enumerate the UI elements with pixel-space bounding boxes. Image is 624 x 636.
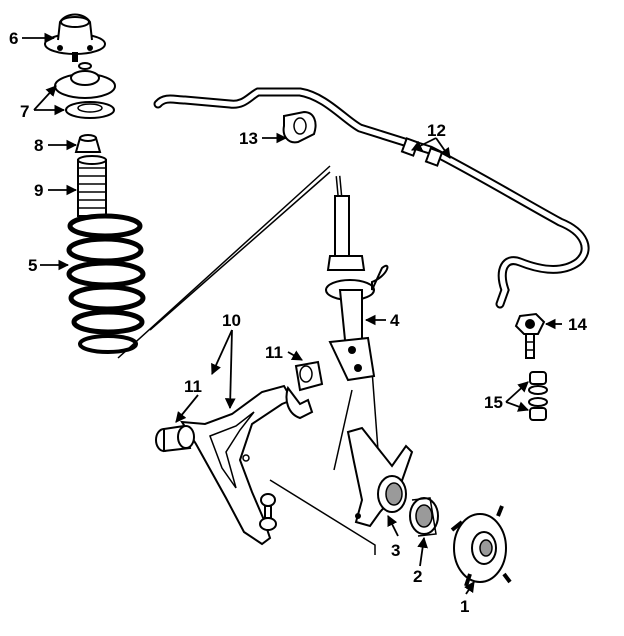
- callout-11-lower: 11: [184, 377, 202, 396]
- callout-8: 8: [34, 136, 43, 155]
- control-arm-bushing-front: [155, 424, 195, 453]
- dust-boot: [77, 155, 107, 217]
- spring-seat: [54, 62, 116, 119]
- callout-5: 5: [28, 256, 37, 275]
- callout-1: 1: [460, 597, 469, 616]
- callout-15: 15: [484, 393, 503, 412]
- callout-13: 13: [239, 129, 258, 148]
- callout-2: 2: [413, 567, 422, 586]
- callout-10: 10: [222, 311, 241, 330]
- ball-joint: [259, 493, 277, 531]
- callout-12: 12: [427, 121, 446, 140]
- lower-control-arm: [180, 384, 294, 546]
- callout-7: 7: [20, 102, 29, 121]
- callout-3: 3: [391, 541, 400, 560]
- control-arm-bushing-rear: [285, 360, 324, 420]
- bump-stop: [74, 134, 102, 153]
- callout-9: 9: [34, 181, 43, 200]
- stabilizer-bushing: [282, 110, 317, 144]
- link-bushings: [528, 371, 548, 421]
- wheel-hub: [450, 505, 512, 587]
- assembly-guide-lines: [117, 165, 379, 555]
- leader-lines: [22, 32, 562, 595]
- stabilizer-link: [514, 312, 546, 359]
- strut-mount: [44, 13, 106, 62]
- steering-knuckle: [346, 426, 414, 528]
- stabilizer-bar: [153, 87, 590, 309]
- strut-assembly: [325, 175, 389, 382]
- callout-14: 14: [568, 315, 587, 334]
- callout-11-upper: 11: [265, 343, 283, 362]
- coil-spring: [66, 213, 146, 354]
- wheel-bearing: [409, 497, 439, 537]
- callout-4: 4: [390, 311, 400, 330]
- callout-6: 6: [9, 29, 18, 48]
